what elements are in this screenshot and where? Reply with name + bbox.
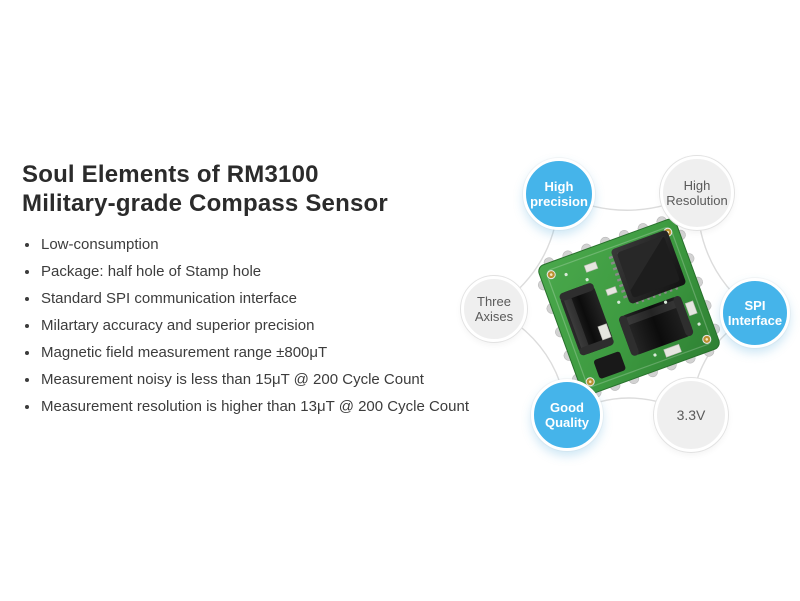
page-title-line2: Military-grade Compass Sensor (22, 190, 388, 217)
bullet-icon (25, 269, 29, 274)
passive-components (583, 261, 698, 358)
rm3100-module-image (538, 216, 720, 398)
badge-high-precision: High precision (523, 158, 595, 230)
badge-label: Three Axises (474, 294, 514, 324)
feature-text: Package: half hole of Stamp hole (41, 263, 262, 280)
feature-text: Standard SPI communication interface (41, 290, 297, 307)
feature-text: Measurement noisy is less than 15μT @ 20… (41, 371, 424, 388)
page-title: Soul Elements of RM3100 Military-grade C… (22, 160, 462, 218)
badge-high-resolution: High Resolution (660, 156, 734, 230)
badge-good-quality: Good Quality (531, 379, 603, 451)
feature-text: Measurement resolution is higher than 13… (41, 398, 469, 415)
small-component (593, 351, 626, 379)
feature-text: Magnetic field measurement range ±800μT (41, 344, 328, 361)
bullet-icon (25, 296, 29, 301)
feature-text: Low-consumption (41, 236, 159, 253)
list-item: Magnetic field measurement range ±800μT (22, 339, 522, 366)
badge-spi-interface: SPI Interface (720, 278, 790, 348)
list-item: Measurement resolution is higher than 13… (22, 393, 522, 420)
list-item: Package: half hole of Stamp hole (22, 258, 522, 285)
badge-label: 3.3V (676, 406, 706, 423)
bullet-icon (25, 377, 29, 382)
sensor-coil-left (559, 283, 614, 356)
badge-label: High Resolution (666, 178, 728, 208)
bullet-icon (25, 323, 29, 328)
bullet-icon (25, 242, 29, 247)
page-title-line1: Soul Elements of RM3100 (22, 161, 319, 188)
bullet-icon (25, 404, 29, 409)
badge-label: SPI Interface (727, 298, 783, 328)
list-item: Standard SPI communication interface (22, 285, 522, 312)
badge-label: Good Quality (544, 400, 590, 430)
feature-list: Low-consumption Package: half hole of St… (22, 231, 522, 420)
badge-three-axises: Three Axises (461, 276, 527, 342)
bullet-icon (25, 350, 29, 355)
asic-chip (608, 230, 686, 305)
list-item: Milartary accuracy and superior precisio… (22, 312, 522, 339)
badge-supply-voltage: 3.3V (654, 378, 728, 452)
badge-label: High precision (530, 179, 588, 209)
feature-text: Milartary accuracy and superior precisio… (41, 317, 315, 334)
list-item: Low-consumption (22, 231, 522, 258)
sensor-coil-bottom (619, 295, 694, 356)
list-item: Measurement noisy is less than 15μT @ 20… (22, 366, 522, 393)
